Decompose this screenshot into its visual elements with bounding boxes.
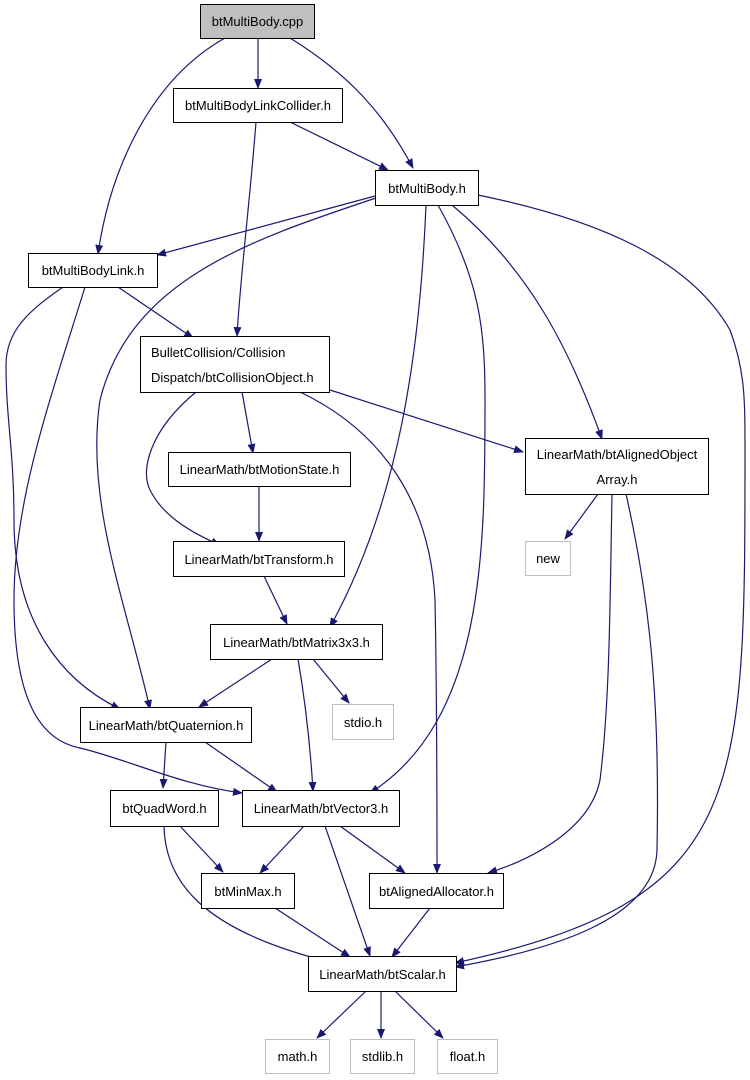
node-btmultibodylink-h[interactable]: btMultiBodyLink.h xyxy=(28,253,158,288)
edge-vector3-to-minmax xyxy=(259,825,305,874)
edge-scalar-to-float xyxy=(394,990,444,1039)
edge-alignedallocator-to-scalar xyxy=(391,907,431,958)
node-btquaternion-h[interactable]: LinearMath/btQuaternion.h xyxy=(80,707,252,743)
node-btalignedallocator-h[interactable]: btAlignedAllocator.h xyxy=(369,873,504,909)
node-float-h: float.h xyxy=(437,1039,498,1074)
edge-alignedobjectarray-to-new xyxy=(564,493,599,540)
edge-alignedobjectarray-to-scalar xyxy=(454,493,659,970)
edge-scalar-to-math xyxy=(316,990,367,1039)
edge-link-to-collisionobject xyxy=(117,286,194,339)
edge-collisionobject-to-alignedobjectarray xyxy=(329,389,524,454)
node-btmotionstate-h[interactable]: LinearMath/btMotionState.h xyxy=(168,452,351,487)
node-stdlib-h: stdlib.h xyxy=(350,1039,415,1074)
node-btquadword-h[interactable]: btQuadWord.h xyxy=(110,790,219,827)
node-math-h: math.h xyxy=(265,1039,330,1074)
edge-link-to-vector3 xyxy=(13,286,243,796)
edge-quadword-to-minmax xyxy=(179,825,224,873)
node-btvector3-h[interactable]: LinearMath/btVector3.h xyxy=(242,790,400,827)
edge-multibody-to-quaternion xyxy=(96,197,377,710)
edge-cpp-to-link xyxy=(95,37,226,255)
edge-linkcollider-to-collisionobject xyxy=(233,121,257,337)
edge-multibody-to-link xyxy=(156,195,376,257)
edge-vector3-to-scalar xyxy=(324,825,371,957)
edge-multibody-to-vector3 xyxy=(369,204,486,794)
edge-multibody-to-scalar xyxy=(454,194,746,965)
node-btmultibody-h[interactable]: btMultiBody.h xyxy=(375,170,479,206)
edge-quadword-to-scalar xyxy=(163,825,331,964)
node-stdio-h: stdio.h xyxy=(332,704,394,740)
edge-link-to-quaternion xyxy=(5,286,121,710)
node-new: new xyxy=(525,541,571,576)
edge-collisionobject-to-alignedallocator xyxy=(299,391,441,874)
edge-matrix3x3-to-stdio xyxy=(312,658,350,704)
node-btcollisionobject-h[interactable]: BulletCollision/Collision Dispatch/btCol… xyxy=(140,336,330,393)
edge-alignedobjectarray-to-alignedallocator xyxy=(487,493,613,875)
edge-transform-to-matrix3x3 xyxy=(263,575,288,625)
edge-quaternion-to-vector3 xyxy=(204,741,278,793)
node-bttransform-h[interactable]: LinearMath/btTransform.h xyxy=(173,541,345,577)
edge-linkcollider-to-multibody xyxy=(289,121,389,171)
node-btminmax-h[interactable]: btMinMax.h xyxy=(201,873,295,909)
edge-collisionobject-to-transform xyxy=(145,391,221,546)
edge-matrix3x3-to-quaternion xyxy=(198,658,273,708)
node-btalignedobjectarray-h[interactable]: LinearMath/btAlignedObject Array.h xyxy=(525,438,709,495)
edge-multibody-to-matrix3x3 xyxy=(329,204,427,628)
node-btmultibody-cpp[interactable]: btMultiBody.cpp xyxy=(200,4,315,39)
edge-matrix3x3-to-vector3 xyxy=(297,658,317,792)
edge-minmax-to-scalar xyxy=(274,907,351,958)
edge-cpp-to-multibody xyxy=(289,37,414,169)
edge-quaternion-to-quadword xyxy=(159,741,168,789)
edge-vector3-to-alignedallocator xyxy=(339,825,406,874)
node-btmatrix3x3-h[interactable]: LinearMath/btMatrix3x3.h xyxy=(210,624,383,660)
edge-collisionobject-to-motionstate xyxy=(241,391,256,454)
node-btmultibodylinkcollider-h[interactable]: btMultiBodyLinkCollider.h xyxy=(173,88,343,123)
edge-multibody-to-alignedobjectarray xyxy=(451,204,603,440)
node-btscalar-h[interactable]: LinearMath/btScalar.h xyxy=(308,956,457,992)
